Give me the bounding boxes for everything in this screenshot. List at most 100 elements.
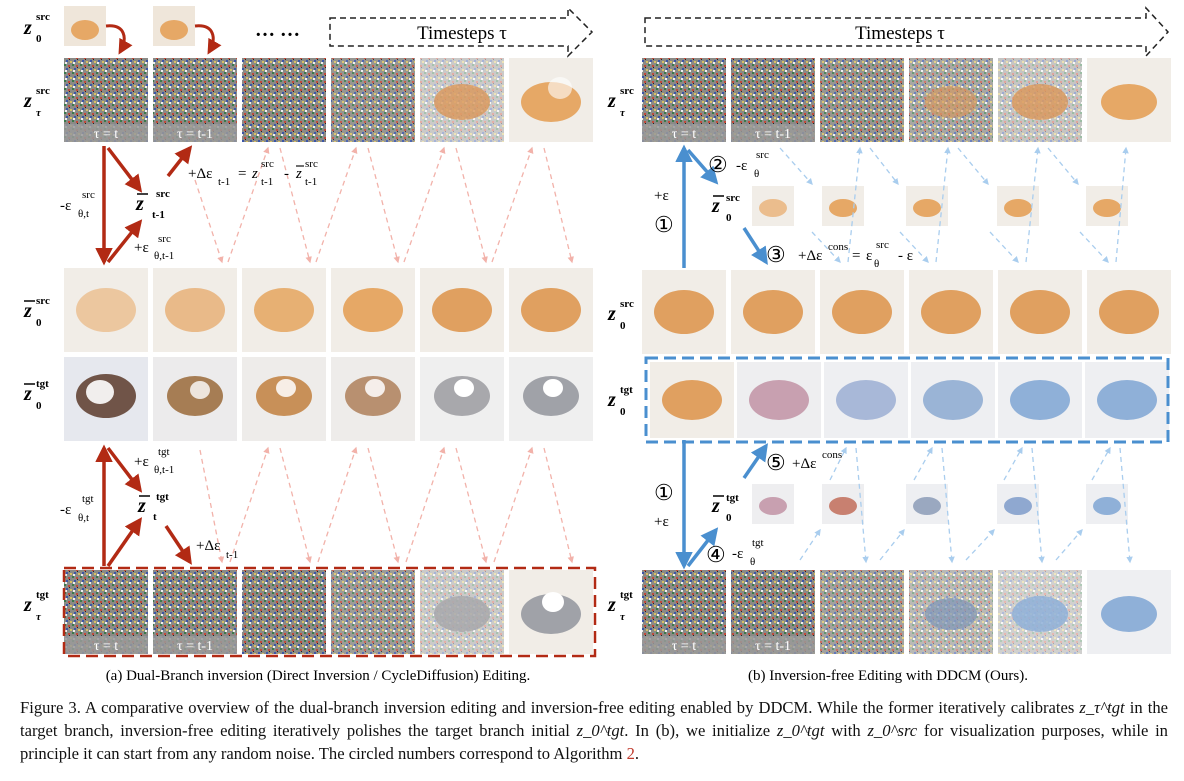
svg-text:z: z: [607, 389, 616, 411]
tau-label-bg: [731, 636, 815, 654]
svg-text:θ: θ: [754, 168, 759, 180]
tau-label-bg: [153, 124, 237, 142]
timesteps-label: Timesteps τ: [417, 23, 507, 44]
algorithm-link[interactable]: 2: [626, 744, 635, 763]
row-label-z0-tgt: z tgt 0: [607, 384, 633, 418]
target-branch-highlight: [62, 566, 597, 658]
svg-text:z: z: [23, 594, 32, 616]
caption-text: .: [634, 744, 640, 763]
dual-branch-arrows: [95, 145, 193, 567]
svg-text:0: 0: [36, 33, 42, 45]
svg-text:+ε: +ε: [134, 454, 149, 470]
tau-label-t: τ = t: [672, 127, 697, 142]
dog-image: [160, 20, 188, 40]
svg-text:t-1: t-1: [226, 549, 238, 561]
svg-text:- ε: - ε: [898, 248, 913, 264]
caption-math: z_0^src: [867, 721, 918, 740]
tau-label-bg: [642, 636, 726, 654]
svg-text:z: z: [711, 495, 720, 517]
svg-text:0: 0: [726, 512, 732, 524]
caption-text: . In (b), we initialize: [624, 721, 777, 740]
curved-arrow: [194, 24, 222, 55]
svg-text:z: z: [23, 90, 32, 112]
step-5-marker: ⑤: [766, 450, 786, 475]
svg-text:tgt: tgt: [620, 384, 633, 396]
svg-text:tgt: tgt: [752, 537, 764, 549]
row-label-z-tau-tgt: z tgt τ: [607, 589, 633, 623]
row-label-z0-src: z src 0: [607, 298, 634, 332]
curved-arrow: [105, 24, 133, 55]
tile-row-zbar0-tgt: [64, 357, 593, 441]
tau-label-bg: [731, 124, 815, 142]
figure-diagram: … … Timesteps τ z src 0 z src τ z src 0 …: [23, 6, 1171, 684]
svg-text:src: src: [36, 85, 50, 97]
svg-text:τ: τ: [620, 611, 626, 623]
step-2-marker: ②: [708, 152, 728, 177]
svg-text:cons: cons: [828, 241, 848, 253]
svg-text:+Δε: +Δε: [792, 456, 816, 472]
row-label-z-tau-src: z src 0: [23, 11, 50, 45]
svg-text:z: z: [251, 166, 258, 182]
svg-text:-ε: -ε: [60, 198, 71, 214]
svg-text:z: z: [23, 383, 32, 405]
caption-text: with: [824, 721, 868, 740]
tau-label-bg: [64, 124, 148, 142]
figure-caption: Figure 3. A comparative overview of the …: [20, 696, 1168, 765]
label-zbar-src-t1: z src t-1: [135, 188, 170, 221]
svg-text:0: 0: [620, 320, 626, 332]
svg-text:z: z: [607, 90, 616, 112]
svg-text:z: z: [607, 303, 616, 325]
caption-math: z_0^tgt: [576, 721, 625, 740]
label-delta-cons-tgt: +Δε cons: [792, 449, 842, 472]
svg-text:θ: θ: [874, 258, 879, 270]
label-delta-tgt: +Δεt-1: [196, 538, 238, 561]
svg-text:t-1: t-1: [305, 176, 317, 188]
tau-label-t-1: τ = t-1: [177, 127, 213, 142]
svg-text:0: 0: [726, 212, 732, 224]
label-eps-src-t1: +ε θ,t-1 src: [134, 233, 174, 262]
svg-text:θ,t-1: θ,t-1: [154, 464, 174, 476]
caption-text: for visualization purposes, while in pri…: [20, 721, 1168, 763]
svg-text:0: 0: [36, 317, 42, 329]
svg-text:tgt: tgt: [36, 589, 49, 601]
thumb-row-zbar0-tgt: [752, 484, 1128, 524]
label-zbar-tgt-t: z tgt t: [137, 491, 169, 523]
svg-text:t-1: t-1: [261, 176, 273, 188]
svg-text:+ε: +ε: [134, 240, 149, 256]
tau-label-t: τ = t: [672, 639, 697, 654]
tau-label-bg: [642, 124, 726, 142]
step-1-marker-tgt: ①: [654, 480, 674, 505]
row-label-z-tau-src: z src τ: [607, 85, 634, 119]
svg-text:t-1: t-1: [152, 209, 165, 221]
subcaption-b: (b) Inversion-free Editing with DDCM (Ou…: [748, 668, 1028, 684]
svg-text:tgt: tgt: [82, 493, 94, 505]
svg-text:src: src: [158, 233, 171, 245]
caption-text: Figure 3. A comparative overview of the …: [20, 698, 1080, 717]
caption-math: z_0^tgt: [776, 721, 825, 740]
step-4-marker: ④: [706, 542, 726, 567]
target-initial-highlight: [644, 356, 1170, 444]
ddcm-arrows: [675, 144, 768, 570]
faded-arrows: [779, 146, 1133, 564]
ellipsis: … …: [255, 19, 300, 41]
svg-text:ε: ε: [866, 248, 872, 264]
tile-row-zbar0-src: [64, 268, 593, 352]
svg-text:θ: θ: [750, 556, 755, 568]
row-label-z-tau-src-2: z src τ: [23, 85, 50, 119]
svg-text:t: t: [153, 511, 157, 523]
tau-label-t-1: τ = t-1: [177, 639, 213, 654]
tile-row-z0-src: [642, 270, 1171, 354]
svg-text:z: z: [711, 195, 720, 217]
row-label-z-tau-tgt: z tgt τ: [23, 589, 49, 623]
svg-text:src: src: [305, 158, 318, 170]
svg-text:cons: cons: [822, 449, 842, 461]
svg-text:z: z: [23, 300, 32, 322]
svg-text:=: =: [852, 248, 860, 264]
svg-text:t-1: t-1: [218, 176, 230, 188]
svg-text:tgt: tgt: [158, 446, 170, 458]
svg-text:θ,t-1: θ,t-1: [154, 250, 174, 262]
svg-text:z: z: [23, 17, 32, 39]
